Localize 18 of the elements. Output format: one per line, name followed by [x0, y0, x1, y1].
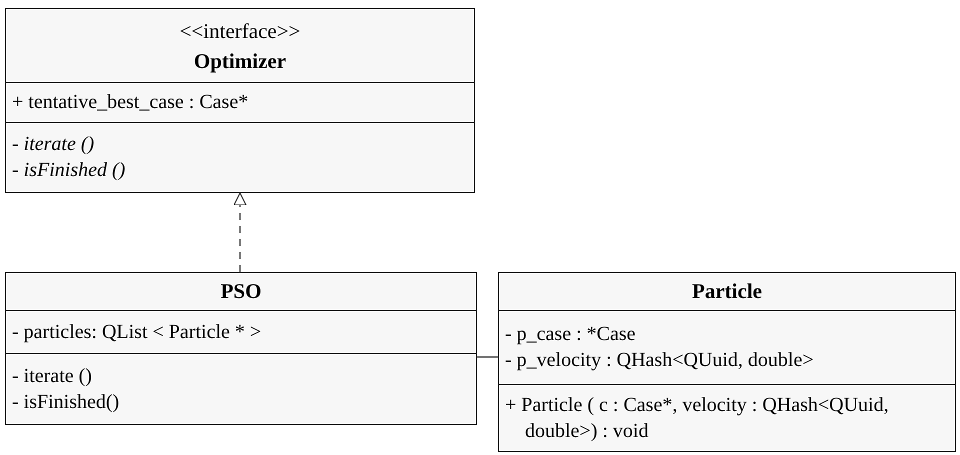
member-text: + tentative_best_case : Case* [12, 90, 250, 116]
member-text: - iterate () [12, 132, 96, 158]
class-box [498, 272, 956, 452]
class-name: Optimizer [192, 48, 288, 75]
member-text: - p_velocity : QHash<QUuid, double> [505, 348, 815, 374]
member-text: - iterate () [12, 364, 93, 389]
class-box [5, 8, 475, 193]
realization-arrow [234, 192, 246, 272]
stereotype-label: <<interface>> [178, 18, 302, 45]
member-text: - particles: QList < Particle * > [12, 320, 262, 345]
class-name: Particle [691, 278, 763, 306]
class-name: PSO [220, 278, 262, 306]
member-text: + Particle ( c : Case*, velocity : QHash<QUuid, double>) : void [505, 392, 890, 444]
member-text: - isFinished() [12, 390, 120, 415]
association-line [477, 356, 498, 358]
member-text: - isFinished () [12, 158, 126, 184]
class-box [5, 272, 477, 425]
member-text: - p_case : *Case [505, 322, 637, 348]
